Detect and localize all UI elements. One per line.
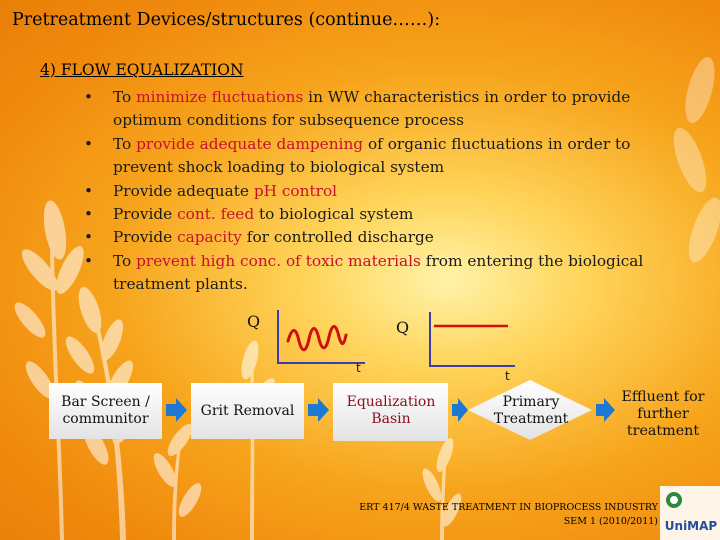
graph-before-axes — [277, 310, 365, 364]
bullet-text: To — [113, 88, 137, 106]
effluent-label: Effluent for further treatment — [621, 388, 705, 439]
graph-before-x-label: t — [356, 361, 361, 375]
bullet-text: Provide — [113, 228, 178, 247]
section-heading: 4) FLOW EQUALIZATION — [40, 61, 244, 79]
bullet-text: of organic fluctuations in order to prev… — [113, 134, 631, 177]
bullet-highlight: capacity — [177, 228, 242, 247]
footer: ERT 417/4 WASTE TREATMENT IN BIOPROCESS … — [359, 501, 658, 529]
bullet-text: for controlled discharge — [241, 228, 434, 247]
graph-after-y-label: Q — [396, 318, 410, 337]
bullet-text: in WW characteristics in order to provid… — [113, 88, 631, 130]
arrow-2 — [308, 398, 329, 422]
primary-treatment-shape — [468, 380, 592, 440]
bullet-dot: • — [84, 181, 94, 200]
bullet-item: • To prevent high conc. of toxic material… — [84, 250, 664, 297]
arrow-3 — [452, 398, 468, 422]
bullet-dot: • — [84, 134, 94, 153]
footer-course: ERT 417/4 WASTE TREATMENT IN BIOPROCESS … — [359, 502, 658, 513]
bullet-text: To — [113, 134, 137, 153]
bullet-text: to biological system — [254, 205, 414, 224]
bar-screen-label: Bar Screen / communitor — [61, 394, 150, 427]
bullet-item: • To provide adequate dampening of organi… — [84, 133, 664, 180]
graph-before-y-label: Q — [247, 312, 261, 331]
bullet-dot: • — [84, 205, 94, 224]
graph-after-axes — [429, 312, 515, 367]
bullet-dot: • — [84, 251, 94, 270]
bullet-item: • To minimize fluctuations in WW characte… — [84, 86, 664, 133]
primary-treatment-label: Primary Treatment — [493, 394, 569, 427]
bullet-text: Provide adequate — [113, 181, 254, 200]
footer-semester: SEM 1 (2010/2011) — [563, 516, 658, 527]
graph-after — [429, 312, 515, 367]
bullet-text: To — [113, 251, 137, 270]
bullet-highlight: cont. feed — [177, 205, 255, 224]
equalization-shape — [333, 383, 448, 441]
graph-before-signal — [286, 325, 348, 352]
graph-after-x-label: t — [505, 369, 510, 383]
bullet-dot: • — [84, 228, 94, 247]
arrow-4 — [596, 398, 615, 422]
bullet-item: • Provide cont. feed to biological system — [84, 203, 664, 226]
equalization-label: Equalization Basin — [346, 394, 436, 427]
bullet-text: Provide — [113, 205, 178, 224]
bullet-highlight: minimize fluctuations — [136, 88, 304, 106]
bullet-highlight: pH control — [253, 181, 338, 200]
bullet-item: • Provide adequate pH control — [84, 180, 664, 203]
bullet-dot: • — [84, 88, 94, 106]
logo-text: UniMAP — [665, 519, 718, 533]
grit-removal-label: Grit Removal — [200, 402, 295, 419]
slide-title: Pretreatment Devices/structures (continu… — [12, 10, 441, 30]
unimap-logo: UniMAP — [660, 486, 720, 540]
bullet-text: from entering the biological treatment p… — [113, 251, 644, 294]
bullet-highlight: provide adequate dampening — [136, 134, 364, 153]
grit-removal-box — [191, 383, 304, 439]
graph-before — [277, 310, 365, 364]
bullet-highlight: prevent high conc. of toxic materials — [136, 251, 421, 270]
bullet-item: • Provide capacity for controlled dischar… — [84, 226, 664, 249]
bullet-list: • To minimize fluctuations in WW characte… — [84, 86, 664, 297]
arrow-1 — [166, 398, 187, 422]
bar-screen-box — [49, 383, 162, 439]
